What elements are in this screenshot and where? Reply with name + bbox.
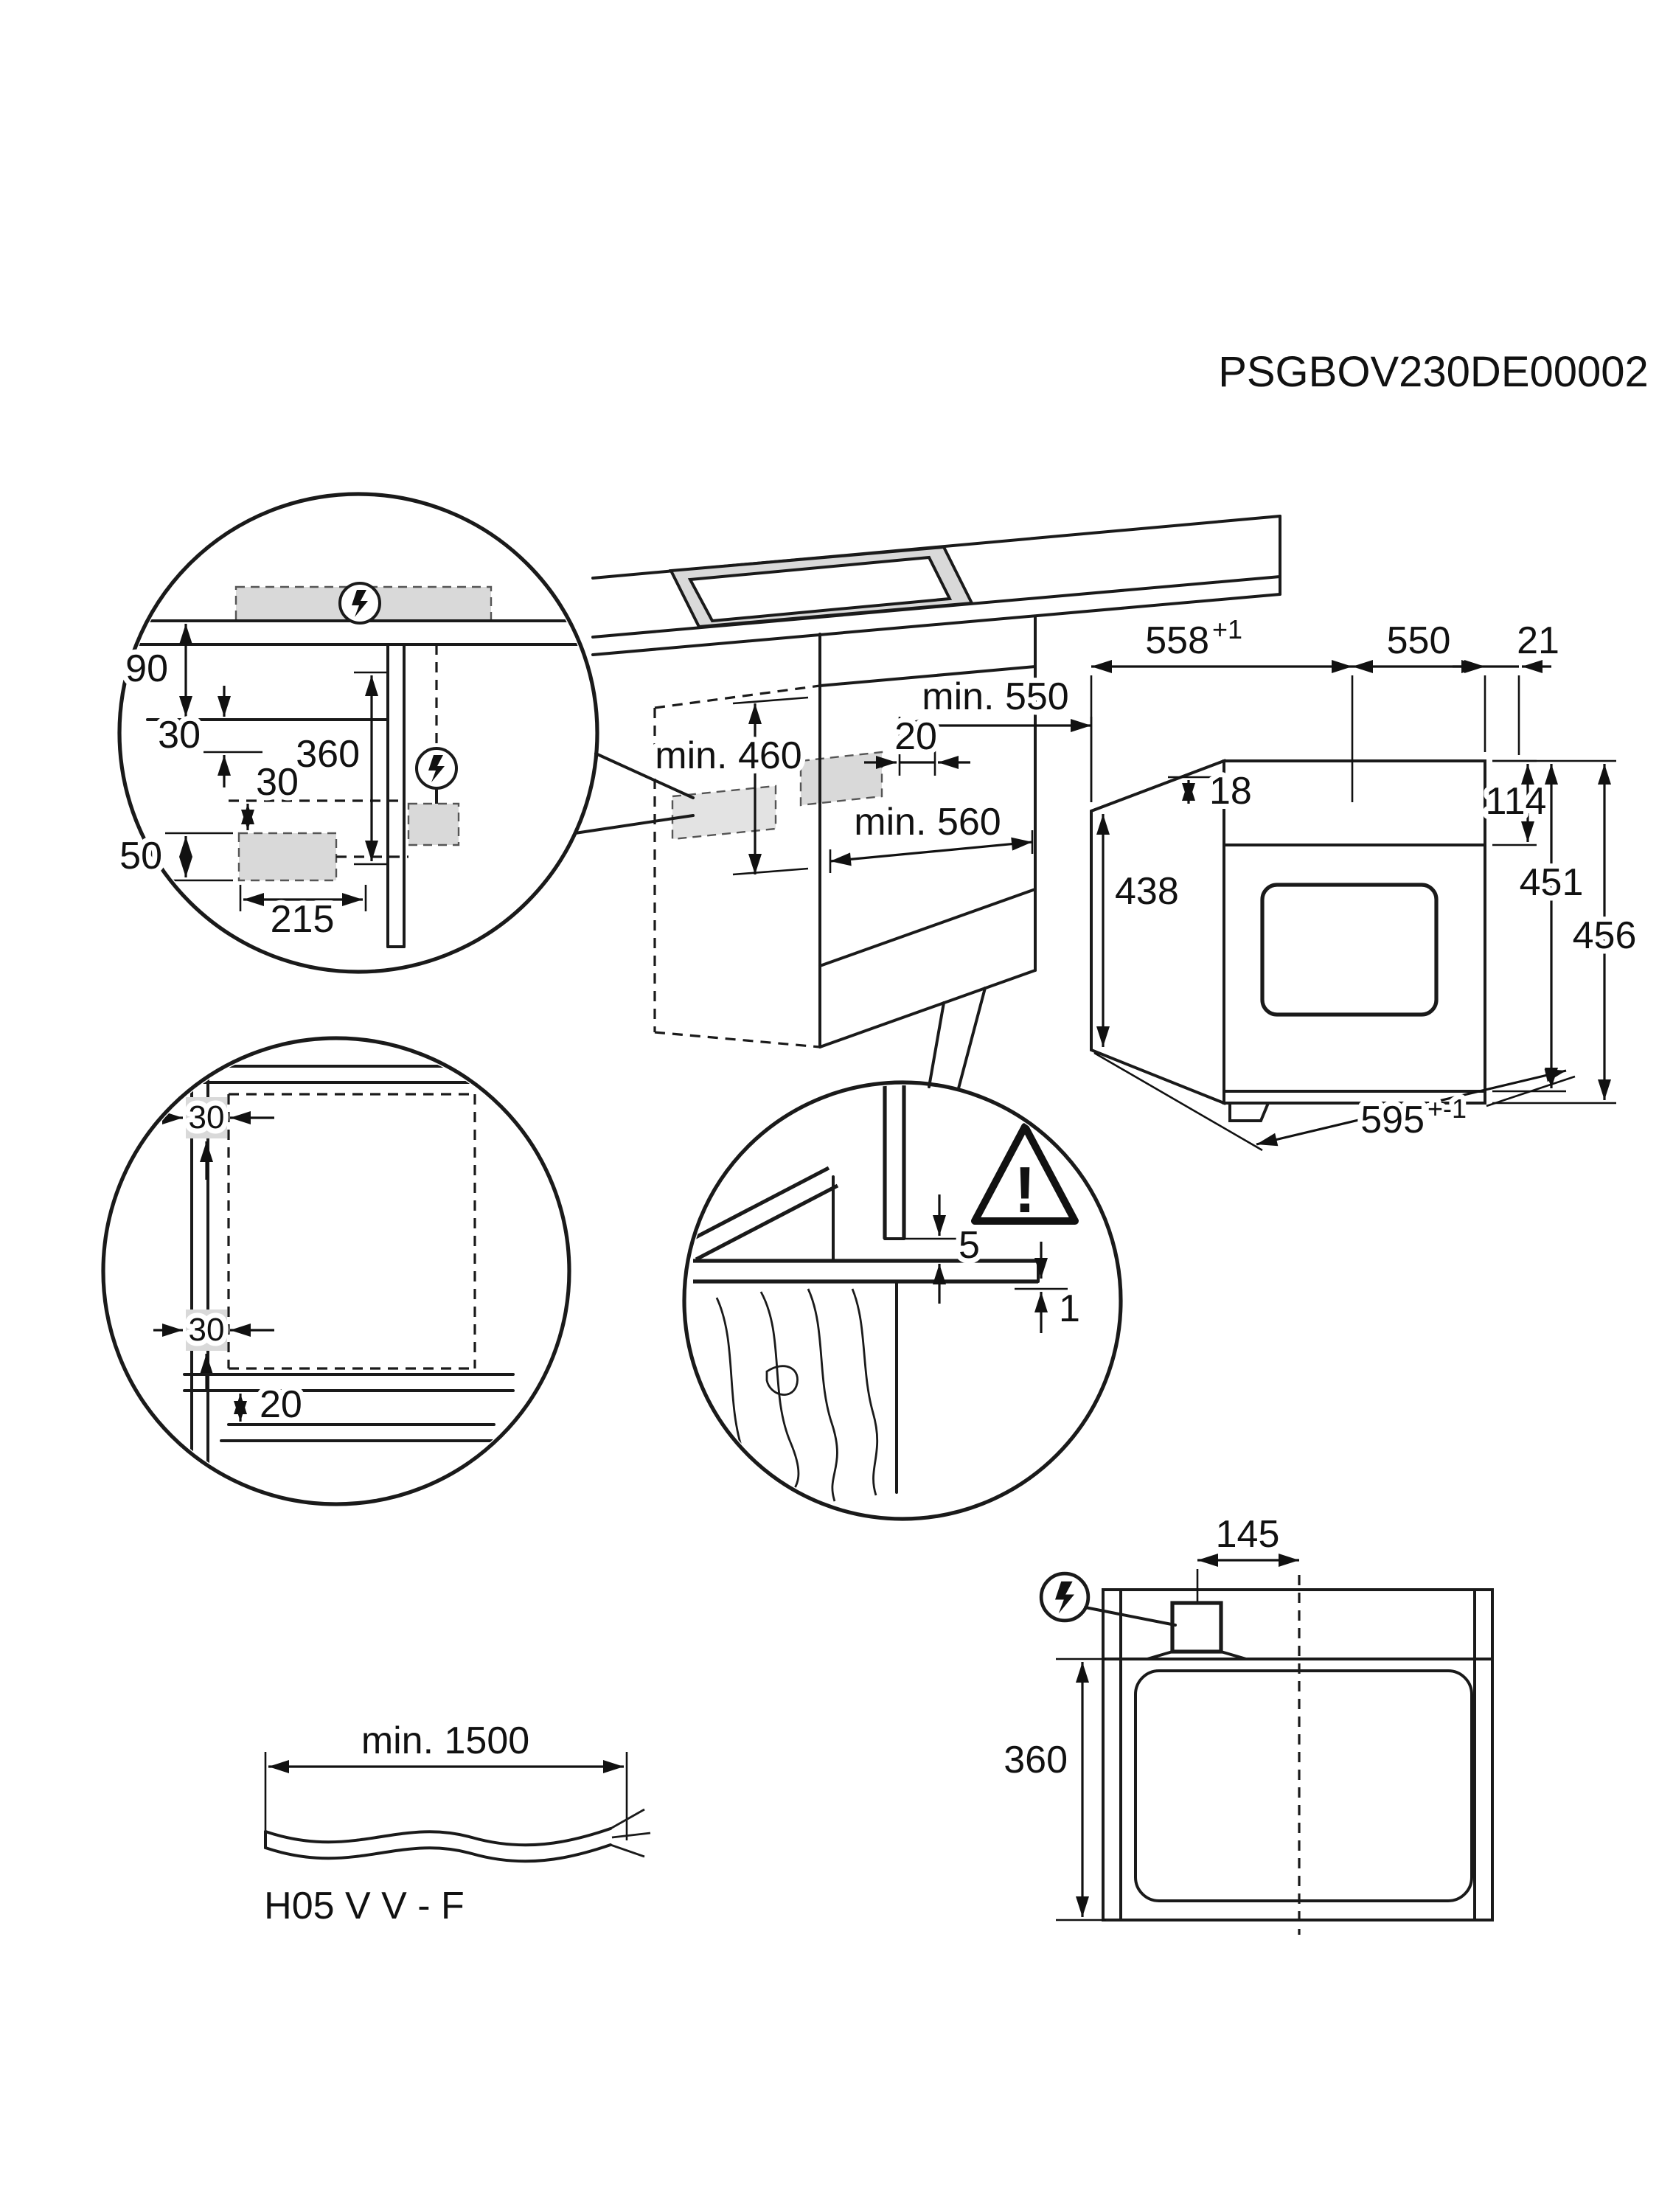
dim-30-lower-label: 30 <box>256 761 299 804</box>
document-code: PSGBOV230DE00002 <box>1218 348 1649 396</box>
oven-top-view: 145 360 <box>998 1508 1494 1935</box>
dim-30-top-label: 30 <box>189 1099 225 1135</box>
hob-cutout <box>668 545 975 629</box>
dim-595-label: 595 <box>1360 1099 1425 1141</box>
lightning-bolt-icon <box>415 747 458 790</box>
connection-box-lower <box>237 832 338 882</box>
niche-cabinet: min. 460 min. 550 20 min. 560 <box>650 615 1093 1090</box>
dim-360-label: 360 <box>296 733 360 776</box>
front-panel-detail-circle: 30 30 20 <box>101 1036 571 1506</box>
dim-595-tolerance: +-1 <box>1427 1093 1467 1124</box>
oven-foot <box>1228 1102 1270 1122</box>
side-connection-detail-circle: 90 30 360 30 50 215 <box>114 492 695 974</box>
dim-456-label: 456 <box>1573 914 1637 957</box>
dim-215-label: 215 <box>271 898 335 941</box>
lightning-bolt-icon <box>338 582 381 625</box>
cable-type-label: H05 V V - F <box>264 1885 465 1927</box>
mains-connection-box <box>1170 1601 1223 1654</box>
connection-box-side <box>407 802 460 846</box>
warning-exclamation: ! <box>1014 1153 1035 1226</box>
dim-18-label: 18 <box>1209 770 1252 813</box>
dim-20-front-label: 20 <box>260 1383 302 1426</box>
dim-558-label: 558 <box>1145 619 1209 662</box>
dim-558-tolerance: +1 <box>1212 614 1242 644</box>
dim-20-label: 20 <box>894 715 937 758</box>
dim-1-label: 1 <box>1059 1287 1080 1330</box>
dim-5-label: 5 <box>959 1224 980 1267</box>
dim-30-upper-label: 30 <box>158 714 201 757</box>
dim-145-label: 145 <box>1216 1513 1280 1556</box>
dim-550-label: 550 <box>1387 619 1451 662</box>
dim-min-460-label: min. 460 <box>655 734 801 777</box>
dim-114-label: 114 <box>1486 780 1547 823</box>
oven-isometric: 558 +1 550 21 114 18 438 451 456 <box>1090 609 1641 1152</box>
power-cable-figure: min. 1500 H05 V V - F <box>259 1714 651 1933</box>
dim-min-560-label: min. 560 <box>854 801 1001 844</box>
dim-438-label: 438 <box>1115 870 1179 913</box>
worktop-gap-detail-circle: ! 5 1 <box>682 1080 1123 1521</box>
dim-min-550-label: min. 550 <box>922 675 1068 718</box>
spacer-block-bottom <box>186 1310 227 1351</box>
cable-drawing <box>264 1808 651 1863</box>
dim-90-label: 90 <box>125 647 168 690</box>
dim-30-bottom-label: 30 <box>189 1312 225 1348</box>
warning-triangle-icon <box>971 1123 1079 1225</box>
dim-50-label: 50 <box>119 835 162 877</box>
cable-min-length-label: min. 1500 <box>361 1719 529 1762</box>
dim-451-label: 451 <box>1520 861 1584 904</box>
worktop-isometric <box>591 515 1281 656</box>
wood-grain <box>715 1288 879 1508</box>
dim-360-topview-label: 360 <box>1004 1739 1068 1781</box>
dim-21-label: 21 <box>1517 619 1559 662</box>
spacer-block-top <box>186 1097 227 1138</box>
oven-door-window <box>1260 883 1439 1017</box>
lightning-bolt-icon <box>1041 1573 1088 1621</box>
